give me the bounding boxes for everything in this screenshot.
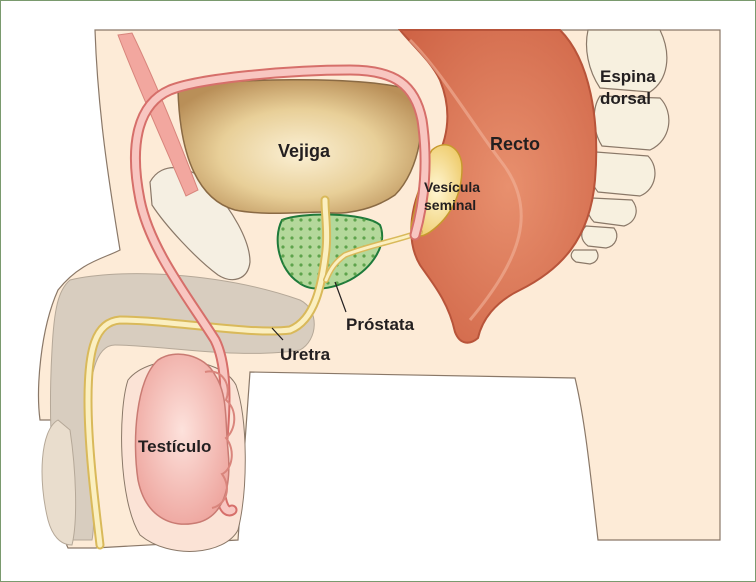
prostate-label: Próstata [346,315,415,334]
seminal-vesicle-label-line2: seminal [424,197,476,213]
seminal-vesicle-label-line1: Vesícula [424,179,480,195]
urethra-label: Uretra [280,345,331,364]
spine-label-line1: Espina [600,67,656,86]
bladder-label: Vejiga [278,141,331,161]
glans [42,420,76,545]
testicle-label: Testículo [138,437,211,456]
rectum-label: Recto [490,134,540,154]
spine-label-line2: dorsal [600,89,651,108]
